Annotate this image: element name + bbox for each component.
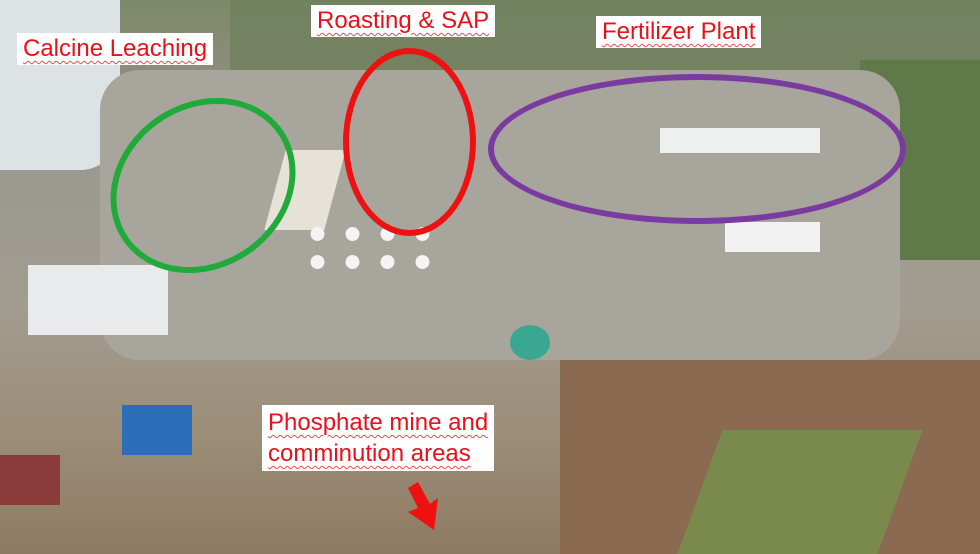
- blue-building: [122, 405, 192, 455]
- roasting-sap-ellipse: [343, 48, 476, 236]
- label-text-line2: comminution areas: [268, 440, 471, 468]
- label-calcine-leaching: Calcine Leaching: [17, 33, 214, 65]
- label-text: Roasting & SAP: [317, 7, 490, 34]
- fertilizer-plant-ellipse: [488, 74, 906, 224]
- label-text-line1: Phosphate mine and: [268, 409, 489, 436]
- label-text: Calcine Leaching: [23, 35, 208, 62]
- white-building-2: [725, 222, 820, 252]
- label-fertilizer-plant: Fertilizer Plant: [596, 16, 762, 48]
- white-building-3: [28, 265, 168, 335]
- red-roof: [0, 455, 60, 505]
- label-roasting-sap: Roasting & SAP: [311, 5, 496, 37]
- red-arrow-icon: [408, 482, 438, 530]
- clarifier: [510, 325, 550, 360]
- label-text: Fertilizer Plant: [602, 18, 756, 45]
- label-phosphate-mine: Phosphate mine and comminution areas: [262, 405, 495, 472]
